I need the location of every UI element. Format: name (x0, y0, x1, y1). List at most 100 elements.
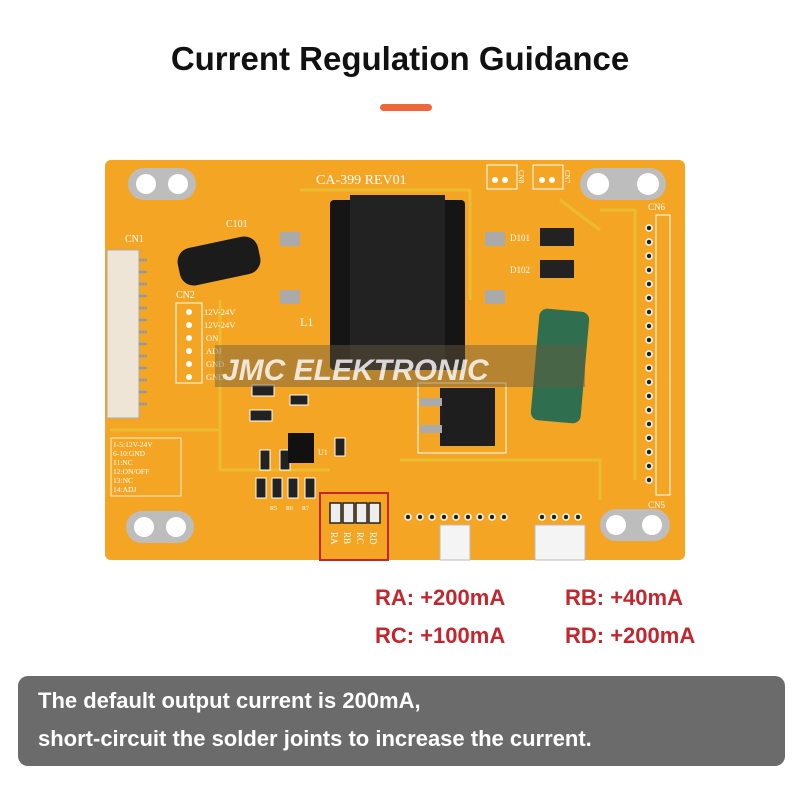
diode-d102 (540, 260, 574, 278)
board-component (110, 188, 637, 500)
cn6-label: CN6 (648, 202, 666, 212)
board-component (417, 382, 507, 454)
board-silkscreen-label: 6-10:GND (113, 449, 146, 458)
board-component (645, 392, 653, 400)
board-component (464, 513, 472, 521)
board-component (606, 515, 626, 535)
board-component (645, 406, 653, 414)
board-component (645, 322, 653, 330)
connector-white-1 (439, 524, 471, 561)
board-component (645, 280, 653, 288)
board-component (139, 258, 147, 406)
board-component (645, 434, 653, 442)
board-component (645, 476, 653, 484)
board-component (280, 290, 300, 304)
board-component (329, 502, 342, 524)
board-component (485, 232, 505, 246)
connector-white-2 (534, 524, 586, 561)
board-component (587, 173, 609, 195)
board-component (249, 384, 346, 499)
board-component (186, 309, 192, 315)
board-component (350, 195, 445, 370)
board-component (645, 364, 653, 372)
board-component (251, 384, 275, 397)
capacitor-c101 (177, 236, 261, 286)
board-component (645, 224, 653, 484)
cn1-connector (106, 249, 140, 419)
board-silkscreen-label: RA (329, 532, 339, 545)
board-silkscreen-label: GND (206, 372, 224, 382)
board-component (539, 177, 545, 183)
u1-label: U1 (318, 448, 328, 457)
note-line-1: The default output current is 200mA, (38, 688, 421, 713)
board-component (645, 420, 653, 428)
board-component (645, 336, 653, 344)
board-component (287, 477, 299, 499)
cn2-label: CN2 (176, 290, 195, 301)
board-silkscreen-label: ADJ (206, 346, 222, 356)
board-component (186, 348, 192, 354)
board-component (645, 224, 653, 232)
page-title: Current Regulation Guidance (170, 40, 630, 77)
board-component (492, 177, 498, 183)
board-component (175, 302, 203, 384)
board-silkscreen-label: R7 (302, 506, 309, 512)
board-component (355, 502, 368, 524)
spec-rc: RC: +100mA (375, 623, 506, 648)
board-component (186, 322, 192, 328)
board-component (428, 513, 436, 521)
cn5-label: CN5 (648, 500, 666, 510)
board-component (645, 378, 653, 386)
board-silkscreen-label: 12:ON/OFF (113, 467, 149, 476)
board-component (218, 188, 637, 500)
c101-label: C101 (226, 219, 248, 230)
board-component (645, 252, 653, 260)
board-component (637, 173, 659, 195)
board-component (280, 232, 300, 246)
board-component (404, 513, 582, 521)
board-component: 12V-24V 12V-24V ON ADJ GND GND (186, 307, 236, 382)
board-component (215, 345, 585, 387)
board-component (134, 517, 154, 537)
spec-ra: RA: +200mA (375, 585, 506, 610)
board-component (186, 361, 192, 367)
board-component (645, 308, 653, 316)
board-silkscreen-label: 1-5:12V-24V (113, 440, 153, 449)
cn1-label: CN1 (125, 234, 144, 245)
board-component (655, 214, 671, 496)
board-component (420, 398, 442, 406)
board-component: RA RB RC RD (329, 532, 378, 545)
board-component (645, 294, 653, 302)
board-component (271, 477, 283, 499)
d101-label: D101 (510, 233, 530, 243)
board-component (334, 437, 346, 457)
board-component (486, 164, 518, 190)
board-component (500, 513, 508, 521)
capacitor-green (530, 308, 590, 424)
board-component (485, 290, 505, 304)
board-silkscreen-label: RC (355, 532, 365, 544)
board-component (289, 394, 309, 406)
board-silkscreen-label: 12V-24V (204, 320, 236, 330)
board-component (550, 513, 558, 521)
board-silkscreen-label: 13:NC (113, 476, 133, 485)
board-component (136, 174, 156, 194)
mounting-holes (126, 168, 670, 543)
cn7-label: CN7 (563, 170, 571, 184)
board-silkscreen-label: RB (342, 532, 352, 544)
board-silkscreen-label: GND (206, 359, 224, 369)
board-component (139, 258, 147, 406)
board-component (416, 513, 424, 521)
board-component (538, 513, 546, 521)
board-component (452, 513, 460, 521)
board-component (645, 350, 653, 358)
board-component (502, 177, 508, 183)
board-component (259, 449, 271, 471)
l1-label: L1 (300, 315, 313, 329)
board-component (420, 425, 442, 433)
spec-rb: RB: +40mA (565, 585, 683, 610)
board-component (110, 437, 182, 497)
board-component (562, 513, 570, 521)
board-silkscreen-label: R6 (286, 506, 293, 512)
